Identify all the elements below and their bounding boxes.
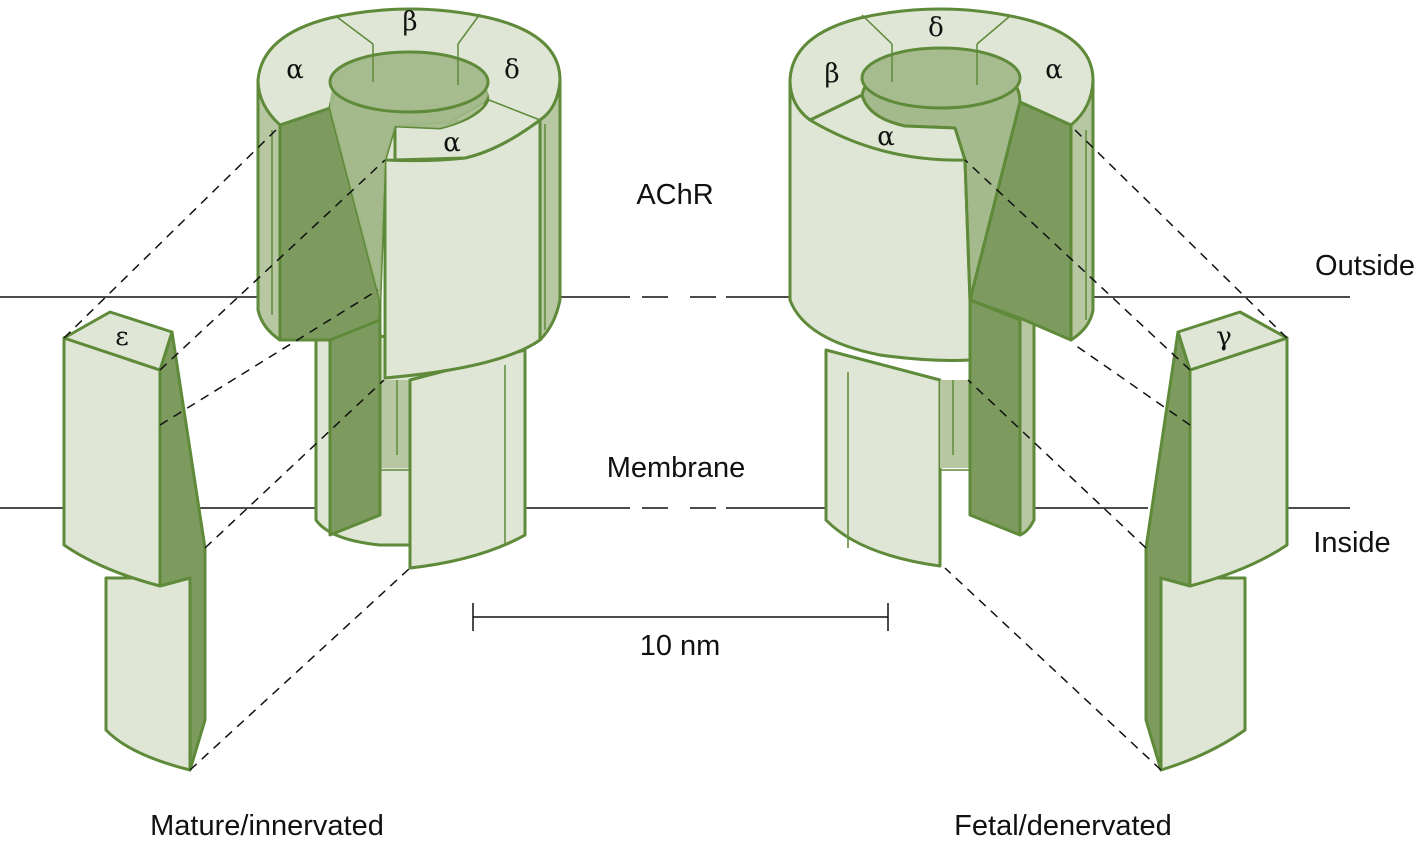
scale-bar bbox=[472, 603, 889, 631]
left-dashed-connectors bbox=[63, 127, 411, 771]
inside-label: Inside bbox=[1313, 527, 1390, 559]
right-receptor: β δ α α bbox=[788, 7, 1095, 568]
membrane-lines bbox=[0, 296, 1350, 509]
left-receptor: α β δ α bbox=[256, 7, 562, 570]
right-slot-lower bbox=[968, 298, 1022, 537]
fetal-label: Fetal/denervated bbox=[954, 810, 1172, 842]
left-subunit-beta: β bbox=[402, 7, 417, 37]
left-subunit-alpha-front: α bbox=[443, 128, 461, 158]
right-lower-cylinder bbox=[824, 348, 942, 568]
right-subunit-beta: β bbox=[824, 59, 839, 89]
scale-label: 10 nm bbox=[640, 630, 721, 662]
right-dashed-connectors bbox=[944, 127, 1288, 771]
achr-label: AChR bbox=[636, 179, 713, 211]
left-subunit-alpha-top: α bbox=[286, 55, 304, 85]
left-subunit-epsilon: ε bbox=[115, 322, 128, 352]
right-gamma-subunit: γ bbox=[1144, 310, 1289, 772]
left-subunit-delta: δ bbox=[504, 55, 520, 85]
outside-label: Outside bbox=[1315, 250, 1415, 282]
right-subunit-delta: δ bbox=[928, 13, 944, 43]
right-subunit-alpha-front: α bbox=[877, 122, 895, 152]
right-subunit-gamma: γ bbox=[1216, 322, 1232, 352]
mature-label: Mature/innervated bbox=[150, 810, 384, 842]
left-epsilon-subunit: ε bbox=[62, 310, 207, 772]
right-subunit-alpha-top: α bbox=[1045, 55, 1063, 85]
membrane-label: Membrane bbox=[607, 452, 746, 484]
